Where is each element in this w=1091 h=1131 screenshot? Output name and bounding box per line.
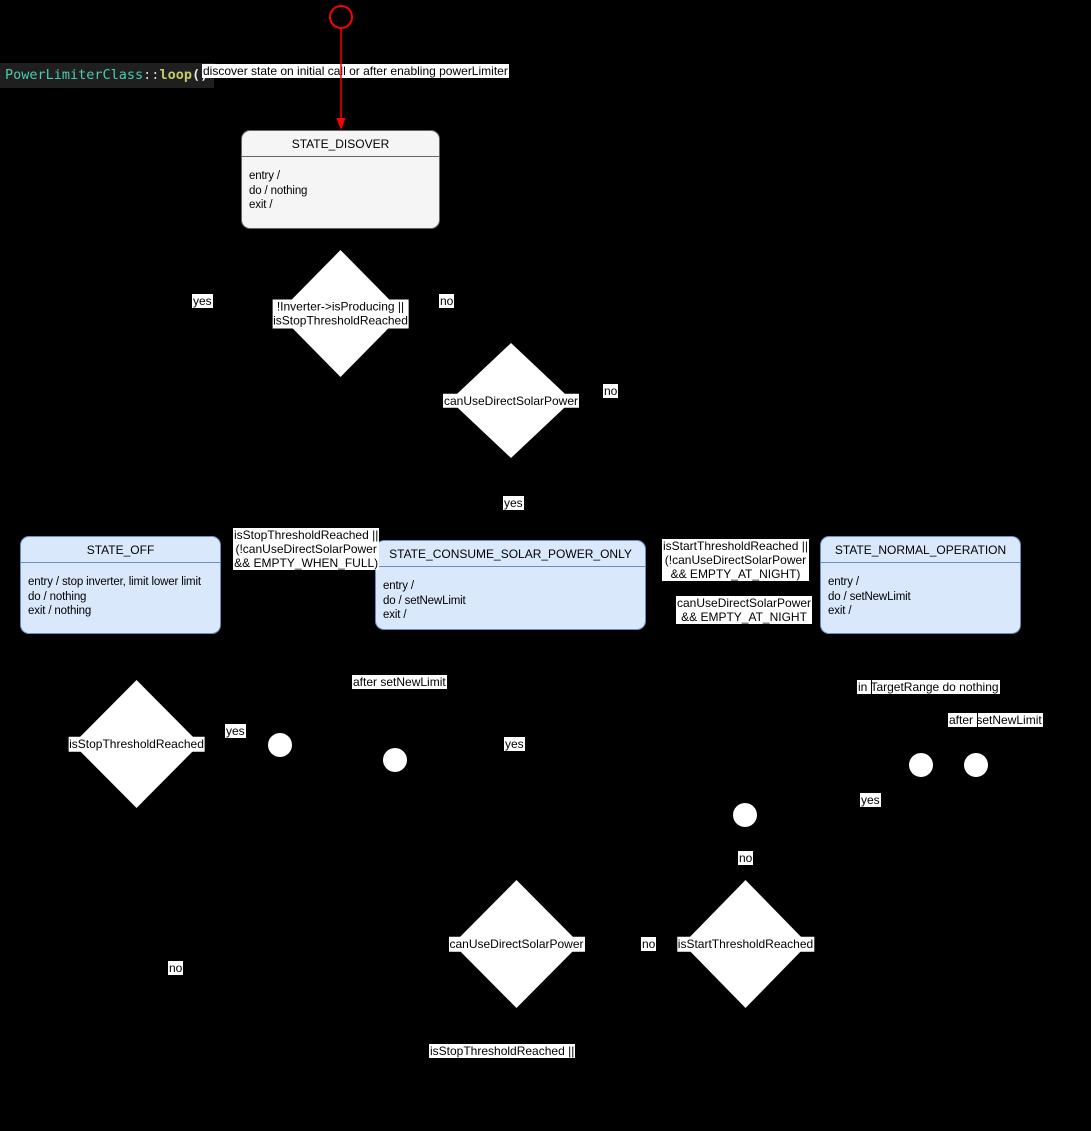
state-body: entry / do / setNewLimit exit / bbox=[821, 563, 1020, 619]
edge-label-no: no bbox=[641, 937, 657, 951]
state-exit-line: exit / bbox=[828, 605, 852, 618]
edge-label-no: no bbox=[439, 294, 455, 308]
decision-can-use-direct-solar-top: canUseDirectSolarPower bbox=[442, 343, 580, 458]
decision-label: canUseDirectSolarPower bbox=[442, 393, 580, 408]
state-box-normal-operation: STATE_NORMAL_OPERATION entry / do / setN… bbox=[820, 536, 1021, 634]
edge-label-yes: yes bbox=[192, 294, 213, 308]
decision-stop-threshold: isStopThresholdReached bbox=[68, 680, 205, 808]
initial-state-icon bbox=[329, 5, 353, 29]
decision-label: !Inverter->isProducing || isStopThreshol… bbox=[272, 299, 409, 328]
state-do-line: do / nothing bbox=[249, 184, 308, 197]
state-title: STATE_OFF bbox=[21, 537, 220, 563]
state-exit-line: exit / bbox=[383, 609, 407, 622]
state-do-line: do / nothing bbox=[28, 590, 87, 603]
decision-start-threshold: isStartThresholdReached bbox=[676, 880, 815, 1008]
state-box-consume-solar-power-only: STATE_CONSUME_SOLAR_POWER_ONLY entry / d… bbox=[375, 540, 646, 630]
state-do-line: do / setNewLimit bbox=[828, 590, 911, 603]
junction-node bbox=[383, 748, 407, 772]
edge-label-no: no bbox=[168, 961, 184, 975]
edge-label-after-setnewlimit: after setNewLimit bbox=[948, 713, 1043, 727]
decision-label: canUseDirectSolarPower bbox=[448, 936, 585, 952]
connector-segment bbox=[977, 712, 978, 728]
state-body: entry / do / setNewLimit exit / bbox=[376, 567, 645, 623]
state-body: entry / do / nothing exit / bbox=[242, 157, 439, 213]
edge-label-in-target-range: in TargetRange do nothing bbox=[857, 680, 1000, 694]
edge-label-guard-bottom: isStopThresholdReached || bbox=[429, 1044, 576, 1058]
state-entry-line: entry / bbox=[383, 580, 414, 592]
edge-label-guard-to-consume: canUseDirectSolarPower && EMPTY_AT_NIGHT bbox=[676, 596, 813, 624]
code-separator: :: bbox=[143, 67, 160, 83]
connector-segment bbox=[871, 679, 872, 695]
decision-can-use-direct-solar-bottom: canUseDirectSolarPower bbox=[448, 880, 585, 1008]
state-exit-line: exit / bbox=[249, 199, 273, 212]
edge-label-after-setnewlimit: after setNewLimit bbox=[352, 675, 447, 689]
decision-label: isStartThresholdReached bbox=[676, 936, 815, 952]
diagram-title-code: PowerLimiterClass::loop() bbox=[0, 63, 215, 88]
junction-node bbox=[733, 803, 757, 827]
edge-label-guard-to-normal: isStartThresholdReached || (!canUseDirec… bbox=[662, 539, 809, 581]
state-entry-line: entry / bbox=[249, 170, 280, 182]
state-body: entry / stop inverter, limit lower limit… bbox=[21, 563, 220, 619]
code-scope: PowerLimiterClass bbox=[5, 67, 144, 83]
state-title: STATE_NORMAL_OPERATION bbox=[821, 537, 1020, 563]
transition-arrow-head bbox=[336, 118, 346, 130]
state-box-discover: STATE_DISOVER entry / do / nothing exit … bbox=[241, 130, 440, 229]
junction-node bbox=[909, 753, 933, 777]
junction-node bbox=[964, 753, 988, 777]
code-method: loop bbox=[159, 67, 192, 83]
edge-label-yes: yes bbox=[225, 724, 246, 738]
junction-node bbox=[268, 733, 292, 757]
edge-label-yes: yes bbox=[503, 496, 524, 510]
decision-inverter-producing: !Inverter->isProducing || isStopThreshol… bbox=[272, 250, 409, 377]
state-exit-line: exit / nothing bbox=[28, 605, 92, 618]
edge-label-yes: yes bbox=[860, 793, 881, 807]
edge-label-no: no bbox=[603, 384, 619, 398]
state-entry-line: entry / bbox=[828, 576, 859, 588]
state-do-line: do / setNewLimit bbox=[383, 594, 466, 607]
edge-label-no: no bbox=[738, 851, 754, 865]
edge-label-guard-to-off: isStopThresholdReached || (!canUseDirect… bbox=[233, 528, 380, 570]
edge-label-yes: yes bbox=[504, 737, 525, 751]
state-box-off: STATE_OFF entry / stop inverter, limit l… bbox=[20, 536, 221, 634]
initial-state-arrow bbox=[329, 5, 353, 130]
state-title: STATE_DISOVER bbox=[242, 131, 439, 157]
decision-label: isStopThresholdReached bbox=[68, 736, 205, 752]
state-title: STATE_CONSUME_SOLAR_POWER_ONLY bbox=[376, 541, 645, 567]
state-entry-line: entry / stop inverter, limit lower limit bbox=[28, 576, 201, 588]
